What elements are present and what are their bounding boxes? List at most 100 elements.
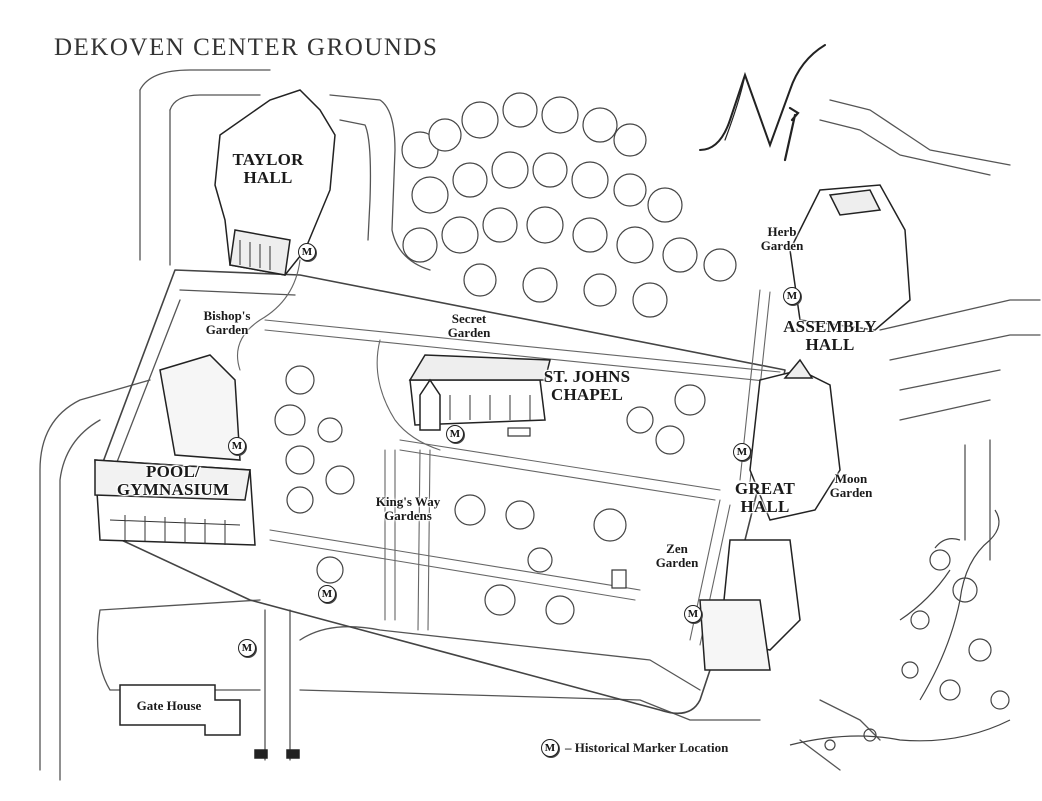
gate-house-building [119,684,241,736]
label-line: King's Way [375,494,441,509]
label-line: Herb [767,224,797,239]
historical-marker-icon[interactable]: M [228,437,246,455]
label-line: Gardens [384,507,432,523]
label-line: Garden [447,324,491,340]
tree [452,162,488,198]
tree [703,248,737,282]
label-line: CHAPEL [550,384,624,404]
tree [545,595,575,625]
tree [541,96,579,134]
legend-marker-icon: M [541,739,559,757]
legend-text: – Historical Marker Location [565,740,729,755]
label-moon-garden[interactable]: Moon Garden [820,472,882,499]
tree [441,216,479,254]
road-outline [899,369,1001,421]
label-line: ST. JOHNS [543,367,631,386]
label-taylor-hall[interactable]: TAYLOR HALL [223,151,313,187]
taylor-hall-building [214,89,336,276]
label-gate-house[interactable]: Gate House [136,698,202,713]
label-line: HALL [243,167,293,187]
historical-marker-icon[interactable]: M [783,287,801,305]
tree [463,263,497,297]
label-line: GREAT [734,479,796,498]
tree [286,486,314,514]
tree [461,101,499,139]
tree [662,237,698,273]
label-st-johns-chapel[interactable]: ST. JOHNS CHAPEL [532,368,642,404]
tree [285,445,315,475]
tree [325,465,355,495]
grounds-boundary [109,289,296,481]
label-herb-garden[interactable]: Herb Garden [750,225,814,252]
tree [632,282,668,318]
walkway [264,319,781,383]
tree [454,494,486,526]
tree [411,176,449,214]
label-line: Garden [655,554,699,570]
road-outline [819,99,1011,176]
walkway [417,449,431,631]
label-secret-garden[interactable]: Secret Garden [436,312,502,339]
label-line: Moon [834,471,868,486]
label-bishops-garden[interactable]: Bishop's Garden [190,309,264,336]
label-line: HALL [740,496,790,516]
tree [674,384,706,416]
tree [616,226,654,264]
road-outline [139,89,171,266]
tree [274,404,306,436]
label-line: POOL/ [146,462,200,481]
historical-marker-icon[interactable]: M [446,425,464,443]
tree [316,556,344,584]
label-assembly-hall[interactable]: ASSEMBLY HALL [780,318,880,354]
tree [572,217,608,253]
walkway [269,529,641,601]
tree [505,500,535,530]
gate [611,569,627,589]
tree [626,406,654,434]
historical-marker-icon[interactable]: M [298,243,316,261]
walkway [399,439,721,501]
tree [428,118,462,152]
label-line: Zen [666,541,688,556]
road-outline [96,599,261,691]
label-kings-way-gardens[interactable]: King's Way Gardens [368,495,448,522]
road-outline [59,419,101,781]
label-line: Bishop's [203,308,251,323]
tree [482,207,518,243]
label-pool-gymnasium[interactable]: POOL/ GYMNASIUM [108,463,238,499]
bench [507,427,531,437]
tree [613,123,647,157]
tree [532,152,568,188]
tree [526,206,564,244]
road-outline [799,699,881,771]
assembly-hall-building [789,184,911,331]
label-line: Garden [205,321,249,337]
road-outline [39,379,151,771]
tree [402,227,438,263]
walkway [236,259,301,371]
label-line: Garden [829,484,873,500]
historical-marker-icon[interactable]: M [318,585,336,603]
road-outline [139,69,271,111]
walkway [384,449,396,621]
historical-marker-icon[interactable]: M [238,639,256,657]
tree [613,173,647,207]
road-outline [964,439,991,561]
map-legend: M – Historical Marker Location [541,739,728,757]
tree [527,547,553,573]
walkway [376,339,441,451]
label-line: Secret [451,311,487,326]
tree [647,187,683,223]
floral-decoration [789,509,1011,751]
label-great-hall[interactable]: GREAT HALL [725,480,805,516]
label-zen-garden[interactable]: Zen Garden [646,542,708,569]
tree [582,107,618,143]
tree [285,365,315,395]
tree [317,417,343,443]
historical-marker-icon[interactable]: M [684,605,702,623]
tree [522,267,558,303]
tree [655,425,685,455]
historical-marker-icon[interactable]: M [733,443,751,461]
tree [593,508,627,542]
